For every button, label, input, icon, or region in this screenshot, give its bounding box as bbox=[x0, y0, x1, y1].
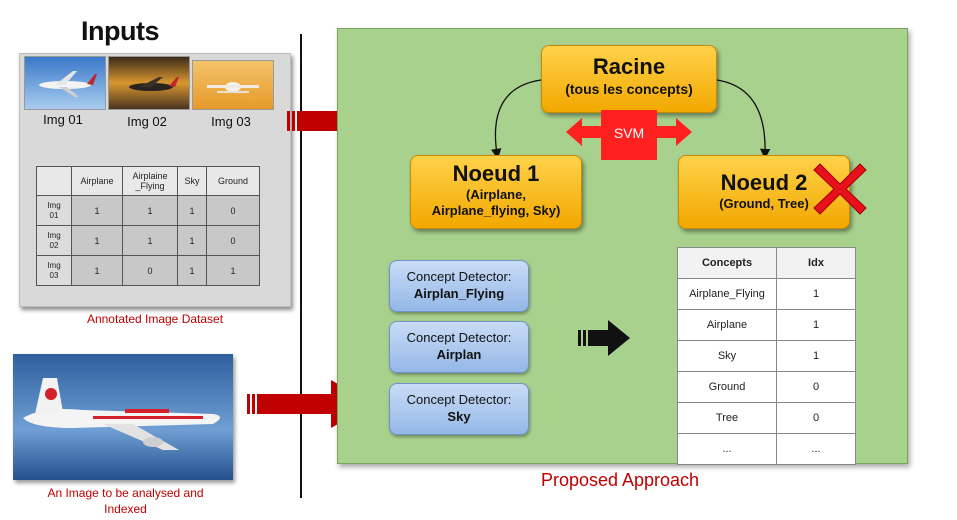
query-caption: An Image to be analysed and Indexed bbox=[18, 485, 233, 517]
node-1[interactable]: Noeud 1 (Airplane, Airplane_flying, Sky) bbox=[410, 155, 582, 229]
node-2-title: Noeud 2 bbox=[720, 170, 808, 195]
inputs-title: Inputs bbox=[81, 16, 160, 46]
header-idx: Idx bbox=[776, 247, 856, 279]
idx-cell: 0 bbox=[776, 371, 856, 403]
detector-concept: Sky bbox=[447, 409, 471, 424]
query-image[interactable] bbox=[13, 354, 233, 480]
table-row: Airplane_Flying 1 bbox=[677, 278, 856, 310]
idx-cell: 0 bbox=[776, 402, 856, 434]
annotation-table: Airplane Airplaine _Flying Sky Ground Im… bbox=[36, 166, 260, 286]
table-cell: 1 bbox=[71, 255, 123, 286]
header-airplaine-flying: Airplaine _Flying bbox=[122, 166, 178, 196]
thumbnail-img-03[interactable] bbox=[192, 60, 274, 110]
row-header-img-01: Img 01 bbox=[36, 195, 72, 226]
header-concepts: Concepts bbox=[677, 247, 777, 279]
table-cell: 0 bbox=[206, 225, 260, 256]
airplane-golden-sky-image bbox=[193, 61, 273, 109]
img-01-label: Img 01 bbox=[43, 112, 83, 127]
detector-label: Concept Detector: bbox=[406, 392, 512, 407]
row-header-img-03: Img 03 bbox=[36, 255, 72, 286]
table-row: Airplane 1 bbox=[677, 309, 856, 341]
table-cell: 1 bbox=[122, 195, 178, 226]
index-table: Concepts Idx Airplane_Flying 1 Airplane … bbox=[677, 247, 856, 465]
concept-cell: ... bbox=[677, 433, 777, 465]
detector-airplan-flying[interactable]: Concept Detector: Airplan_Flying bbox=[389, 260, 529, 312]
table-row: Sky 1 bbox=[677, 340, 856, 372]
airplane-sunset-image bbox=[109, 57, 189, 109]
query-caption-line1: An Image to be analysed and bbox=[47, 486, 204, 500]
row-header-img-02: Img 02 bbox=[36, 225, 72, 256]
table-cell: 0 bbox=[206, 195, 260, 226]
root-node[interactable]: Racine (tous les concepts) bbox=[541, 45, 717, 113]
concept-cell: Tree bbox=[677, 402, 777, 434]
black-arrow-icon bbox=[578, 320, 630, 356]
concept-cell: Airplane_Flying bbox=[677, 278, 777, 310]
index-header-row: Concepts Idx bbox=[677, 247, 856, 279]
concept-cell: Airplane bbox=[677, 309, 777, 341]
node-1-line2: Airplane_flying, Sky) bbox=[431, 203, 561, 218]
header-airplane: Airplane bbox=[71, 166, 123, 196]
img-02-label: Img 02 bbox=[127, 114, 167, 129]
detector-concept: Airplan_Flying bbox=[413, 286, 505, 301]
header-ground: Ground bbox=[206, 166, 260, 196]
annotated-dataset-panel: Img 01 Img 02 Img 03 Airplane Airplaine … bbox=[19, 53, 291, 307]
detector-label: Concept Detector: bbox=[406, 330, 512, 345]
divider-line bbox=[300, 34, 302, 498]
detector-label: Concept Detector: bbox=[406, 269, 512, 284]
table-row: Img 01 1 1 1 0 bbox=[36, 195, 260, 226]
root-node-title: Racine bbox=[592, 54, 666, 79]
dataset-caption: Annotated Image Dataset bbox=[86, 312, 224, 326]
idx-cell: 1 bbox=[776, 278, 856, 310]
node-2-line1: (Ground, Tree) bbox=[719, 196, 809, 211]
table-row: Ground 0 bbox=[677, 371, 856, 403]
thumbnail-img-02[interactable] bbox=[108, 56, 190, 110]
reject-cross-icon bbox=[813, 163, 867, 215]
concept-cell: Sky bbox=[677, 340, 777, 372]
table-row: Img 02 1 1 1 0 bbox=[36, 225, 260, 256]
proposed-approach-caption: Proposed Approach bbox=[540, 470, 700, 490]
airplane-sky-image bbox=[25, 57, 105, 109]
annotation-corner-cell bbox=[36, 166, 72, 196]
table-cell: 1 bbox=[177, 255, 207, 286]
idx-cell: 1 bbox=[776, 340, 856, 372]
node-1-line1: (Airplane, bbox=[466, 187, 526, 202]
root-node-subtitle: (tous les concepts) bbox=[565, 81, 693, 97]
table-row: Tree 0 bbox=[677, 402, 856, 434]
table-row: ... ... bbox=[677, 433, 856, 465]
img-03-label: Img 03 bbox=[211, 114, 251, 129]
svm-label: SVM bbox=[601, 110, 657, 160]
table-cell: 1 bbox=[177, 225, 207, 256]
airliner-image bbox=[13, 354, 233, 480]
idx-cell: 1 bbox=[776, 309, 856, 341]
table-cell: 0 bbox=[122, 255, 178, 286]
idx-cell: ... bbox=[776, 433, 856, 465]
tree-connectors bbox=[491, 79, 771, 160]
detector-concept: Airplan bbox=[436, 347, 482, 362]
table-row: Img 03 1 0 1 1 bbox=[36, 255, 260, 286]
header-sky: Sky bbox=[177, 166, 207, 196]
annotation-header-row: Airplane Airplaine _Flying Sky Ground bbox=[36, 166, 260, 196]
node-1-title: Noeud 1 bbox=[452, 161, 540, 186]
table-cell: 1 bbox=[206, 255, 260, 286]
table-cell: 1 bbox=[122, 225, 178, 256]
concept-cell: Ground bbox=[677, 371, 777, 403]
table-cell: 1 bbox=[177, 195, 207, 226]
table-cell: 1 bbox=[71, 195, 123, 226]
table-cell: 1 bbox=[71, 225, 123, 256]
detector-sky[interactable]: Concept Detector: Sky bbox=[389, 383, 529, 435]
query-caption-line2: Indexed bbox=[104, 502, 147, 516]
thumbnail-img-01[interactable] bbox=[24, 56, 106, 110]
detector-airplan[interactable]: Concept Detector: Airplan bbox=[389, 321, 529, 373]
